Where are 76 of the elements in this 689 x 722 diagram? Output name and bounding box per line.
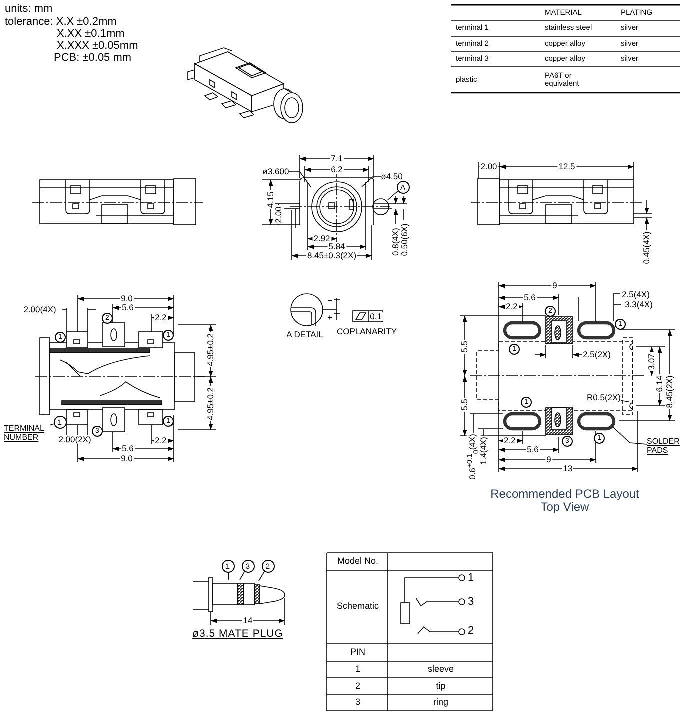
dimension-label: 5.6 (121, 303, 135, 313)
dimension-label: ø4.50 (381, 172, 403, 182)
table-cell: PIN (350, 648, 366, 658)
note-text: tolerance: X.X ±0.2mm (5, 16, 117, 28)
dimension-label: 2.2 (154, 313, 168, 323)
dimension-label: 5.6 (523, 293, 537, 303)
pin-number: 2 (468, 624, 474, 638)
dimension-label: 6.14 (655, 374, 665, 394)
dimension-label: 5.6 (121, 444, 135, 454)
dimension-label: 0.50(6X) (400, 222, 410, 258)
view-caption: ø3.5 MATE PLUG (192, 629, 284, 641)
dimension-label: 4.95±0.2 (206, 386, 216, 422)
dimension-label: 2.2 (505, 302, 519, 312)
dimension-label: 2.92 (312, 234, 332, 244)
dimension-label: 5.5 (460, 340, 470, 354)
dimension-label: 3.07 (647, 352, 657, 372)
dimension-label: 12.5 (558, 162, 576, 172)
plug-drawing (192, 578, 286, 626)
leader-line (50, 424, 54, 426)
dimension-label: 0.1 (369, 312, 383, 322)
dimension-label: 8.45(2X) (665, 374, 675, 410)
leader-line (228, 572, 230, 580)
note-text: PCB: ±0.05 mm (54, 52, 132, 64)
table-cell: tip (436, 682, 446, 692)
dimension-label: 3.3(4X) (624, 300, 654, 310)
dimension-label: 2.5(4X) (621, 290, 651, 300)
view-caption: Recommended PCB Layout Top View (490, 488, 640, 514)
dimension-label: 8.45±0.3(2X) (306, 251, 358, 261)
dimension-label: ø3.600 (262, 167, 290, 177)
pin-number: 3 (468, 596, 474, 608)
dimension-label: 5.5 (460, 398, 470, 412)
dimension-label: 4.15 (266, 190, 276, 210)
callout-text: SOLDER PADS (647, 437, 687, 456)
table-cell: sleeve (428, 665, 454, 675)
dimension-label: 2.00 (274, 206, 284, 224)
dimension-label: 2.00(2X) (58, 435, 92, 445)
pin-number: 1 (468, 572, 474, 584)
table-cell: Schematic (336, 602, 380, 612)
leader-line (620, 400, 630, 402)
leader-line (612, 426, 648, 445)
leader-line (362, 176, 382, 188)
note-text: X.XXX ±0.05mm (57, 40, 138, 52)
leader-line (288, 172, 312, 188)
dimension-label: 5.84 (328, 242, 346, 252)
dimension-label: 7.1 (330, 154, 344, 164)
table-cell: 1 (356, 665, 360, 675)
dimension-label: 5.6 (526, 445, 540, 455)
dimension-label: 2.00 (480, 162, 498, 172)
dimension-label: 6.2 (330, 165, 344, 175)
dimension-label: 14 (242, 616, 254, 626)
leader-line (388, 190, 398, 200)
dimension-label: 2.00(4X) (22, 305, 58, 315)
table-cell: 2 (356, 682, 360, 692)
dimension-label: 2.5(2X) (582, 350, 612, 360)
callout-text: TERMINAL NUMBER (4, 424, 50, 442)
dimension-label: 9.0 (120, 454, 134, 464)
dimension-label: 0.8(4X) (391, 227, 401, 257)
dimension-label: COPLANARITY (336, 327, 398, 337)
note-text: units: mm (5, 2, 53, 16)
dimension-label: 0.45(4X) (642, 230, 652, 266)
dimension-label: A DETAIL (286, 330, 324, 340)
dimension-label: 9 (552, 281, 558, 291)
dimension-label: 1.4(4X) (479, 436, 489, 466)
dimension-label: 4.95±0.2 (206, 332, 216, 368)
dimension-label: 2.2 (154, 436, 168, 446)
dimension-label: + (326, 313, 334, 323)
table-cell: Model No. (337, 557, 379, 567)
leader-line (240, 571, 246, 580)
dimension-label: 2.2 (503, 436, 517, 446)
note-text: X.XX ±0.1mm (57, 28, 125, 40)
table-cell: ring (434, 698, 448, 708)
leader-line (258, 571, 266, 582)
table-cell: 3 (356, 698, 360, 708)
dimension-label: 9.0 (120, 294, 134, 304)
dimension-label: 9 (546, 455, 552, 465)
dimension-label: 13 (562, 464, 574, 474)
